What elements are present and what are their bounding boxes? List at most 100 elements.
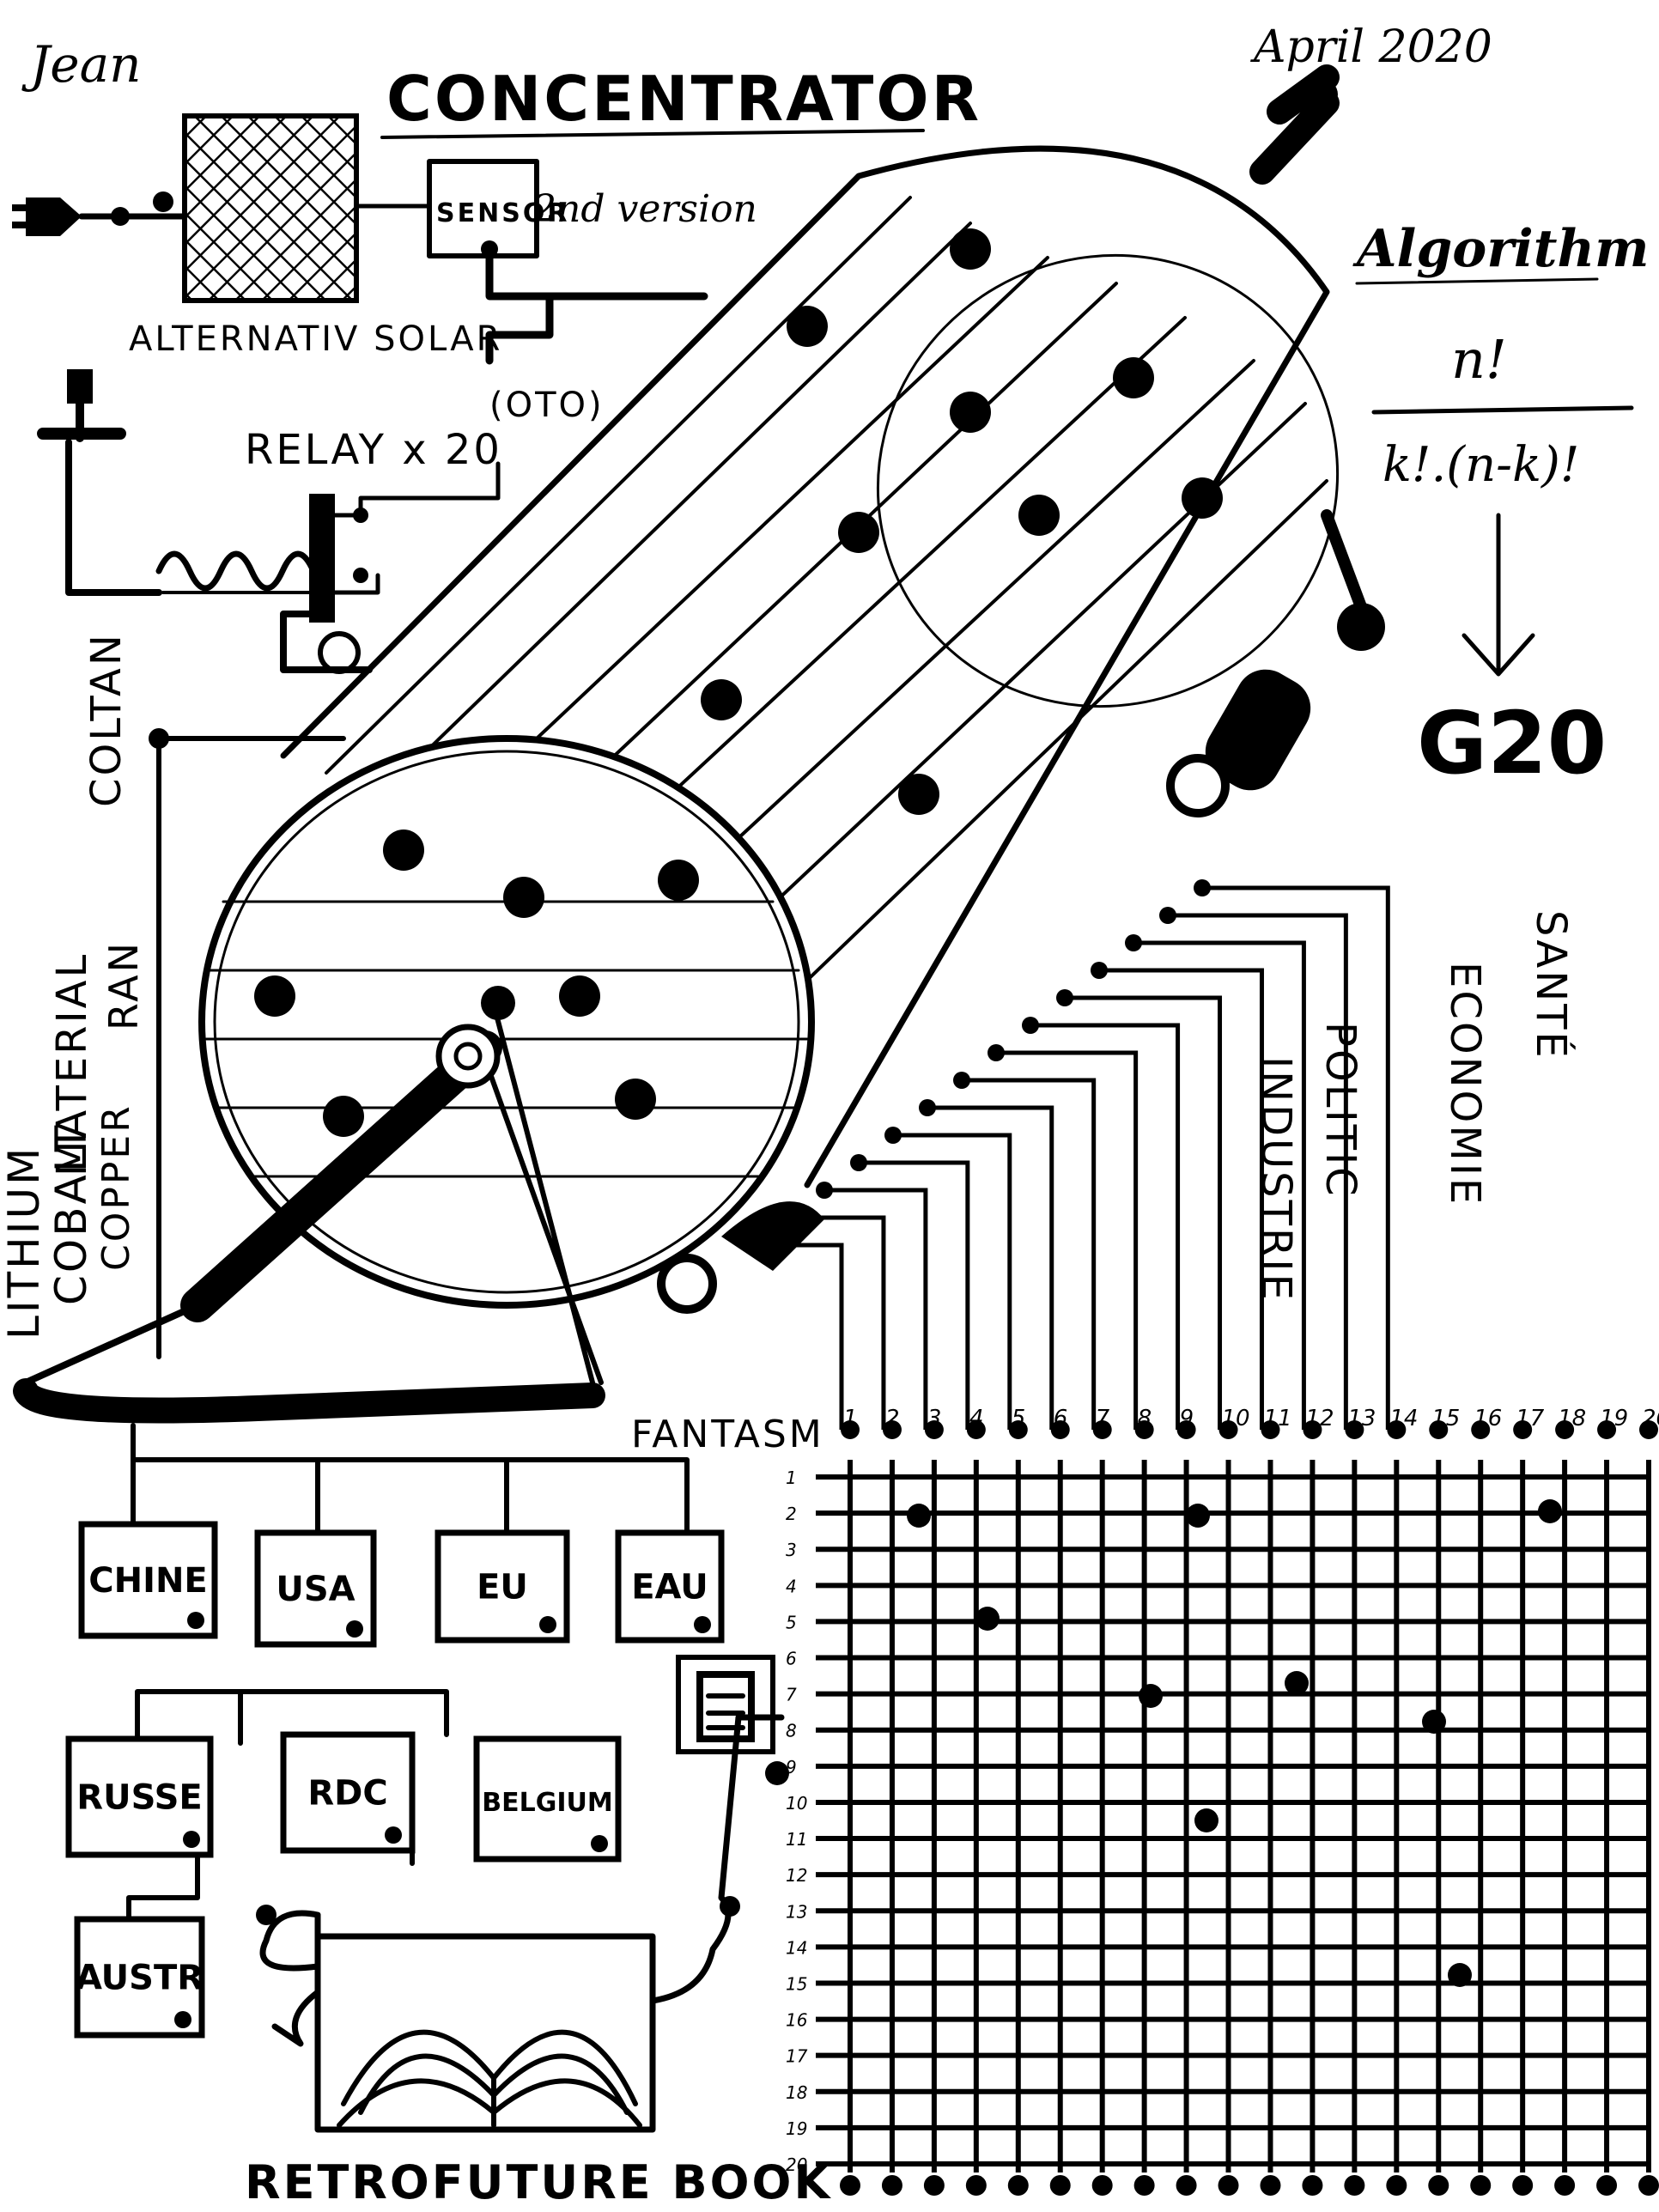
sensor-label: SENSOR (436, 198, 569, 228)
material-dot (383, 830, 424, 871)
feed-wire-node (1125, 934, 1142, 951)
row-number: 11 (786, 1829, 807, 1850)
column-number: 15 (1431, 1406, 1460, 1431)
country-label: RUSSE (76, 1778, 202, 1818)
grid-connection-dot (1538, 1499, 1562, 1523)
column-number: 7 (1096, 1406, 1110, 1431)
grid-column-terminal (1050, 2175, 1071, 2196)
grid-connection-dot (1422, 1710, 1446, 1734)
column-number: 12 (1305, 1406, 1334, 1431)
material-dot (323, 1096, 364, 1137)
row-number: 8 (786, 1721, 797, 1741)
grid-column-terminal (1302, 2175, 1322, 2196)
algorithm-title: Algorithm (1352, 219, 1650, 279)
row-number: 4 (786, 1576, 797, 1596)
column-number: 16 (1474, 1406, 1502, 1431)
economie-label: ECONOMIE (1441, 962, 1489, 1206)
column-number: 19 (1600, 1406, 1628, 1431)
column-number: 3 (927, 1406, 942, 1431)
material-dot (1113, 357, 1154, 398)
feed-wire-node (816, 1182, 833, 1199)
country-box-belgium: BELGIUM (477, 1739, 618, 1859)
country-box-eu: EU (438, 1533, 567, 1640)
material-dot (1182, 477, 1223, 519)
row-number: 2 (786, 1504, 797, 1524)
row-number: 14 (786, 1937, 807, 1958)
grid-column-terminal (1512, 2175, 1533, 2196)
copper-label: COPPER (94, 1103, 138, 1271)
grid-column-terminal (1218, 2175, 1239, 2196)
politic-label: POLITIC (1316, 1022, 1364, 1199)
title-label: CONCENTRATOR (386, 63, 981, 135)
feed-wire-node (850, 1154, 867, 1171)
country-label: USA (276, 1570, 355, 1609)
column-number: 8 (1138, 1406, 1152, 1431)
country-box-austr: AUSTR (76, 1919, 204, 2035)
row-number: 16 (786, 2010, 807, 2031)
oto-label: (OTO) (489, 386, 605, 425)
grid-column-terminal (1260, 2175, 1280, 2196)
material-dot (1018, 495, 1060, 536)
grid-column-terminal (1386, 2175, 1407, 2196)
sensor-node (481, 240, 498, 258)
grid-column-terminal (840, 2175, 860, 2196)
grid-column-terminal (1638, 2175, 1659, 2196)
column-number: 10 (1222, 1406, 1250, 1431)
column-number: 20 (1642, 1406, 1659, 1431)
country-label: RDC (307, 1774, 387, 1814)
industrie-label: INDUSTRIE (1252, 1056, 1300, 1303)
material-node (149, 728, 169, 749)
column-number: 13 (1347, 1406, 1376, 1431)
grid-column-terminal (1554, 2175, 1575, 2196)
algorithm-result: G20 (1417, 693, 1607, 793)
column-number: 5 (1012, 1406, 1026, 1431)
grid-column-terminal (882, 2175, 902, 2196)
feed-wire-node (884, 1127, 902, 1144)
column-number: 4 (969, 1406, 984, 1431)
material-dot (503, 877, 544, 918)
grid-connection-dot (1194, 1808, 1218, 1832)
grid-column-terminal (966, 2175, 987, 2196)
feed-wire-node (781, 1209, 799, 1226)
grid-connection-dot (975, 1607, 1000, 1631)
row-number: 18 (786, 2082, 807, 2103)
grid-column-terminal (1134, 2175, 1155, 2196)
row-number: 6 (786, 1649, 797, 1669)
feed-wire-node (1091, 962, 1108, 979)
grid-column-terminal (1008, 2175, 1029, 2196)
alt-solar-label: ALTERNATIV SOLAR (129, 319, 502, 359)
feed-wire-node (1056, 989, 1073, 1006)
coltan-label: COLTAN (82, 632, 131, 807)
column-number: 17 (1516, 1406, 1545, 1431)
grid-column-terminal (1596, 2175, 1617, 2196)
row-number: 3 (786, 1540, 797, 1560)
grid-column-terminal (1470, 2175, 1491, 2196)
grid-column-terminal (1176, 2175, 1197, 2196)
grid-column-terminal (1344, 2175, 1364, 2196)
country-label: EAU (631, 1568, 708, 1607)
country-box-rdc: RDC (283, 1735, 412, 1850)
country-box-chine: CHINE (82, 1524, 215, 1636)
date-label: April 2020 (1250, 21, 1492, 73)
algorithm-numerator: n! (1451, 328, 1507, 391)
grid-column-terminal (1428, 2175, 1449, 2196)
country-label: CHINE (88, 1561, 208, 1601)
sante-label: SANTÉ (1527, 910, 1576, 1060)
signature: Jean (21, 35, 142, 94)
grid-connection-dot (1139, 1684, 1163, 1708)
country-box-russe: RUSSE (69, 1739, 210, 1855)
feed-wire-node (988, 1044, 1005, 1061)
grid-column-terminal (1092, 2175, 1113, 2196)
country-label: BELGIUM (482, 1788, 612, 1818)
feed-wire-node (1194, 879, 1211, 896)
column-number: 2 (885, 1406, 900, 1431)
row-number: 12 (786, 1865, 807, 1886)
material-dot (950, 228, 991, 270)
feed-wire-node (953, 1072, 970, 1089)
country-box-usa: USA (258, 1533, 374, 1644)
grid-connection-dot (1448, 1963, 1472, 1987)
grid-connection-dot (907, 1504, 931, 1528)
material-dot (838, 512, 879, 553)
row-number: 1 (786, 1468, 797, 1488)
